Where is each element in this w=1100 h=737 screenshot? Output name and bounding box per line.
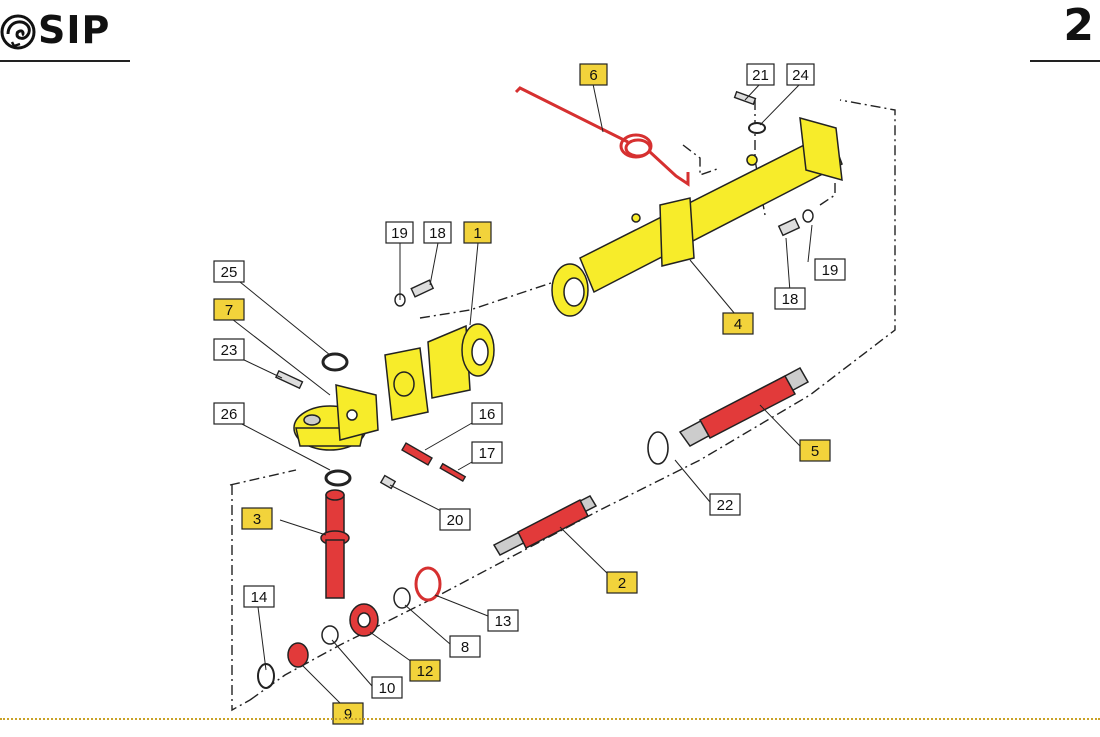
- callout-3-label: 3: [253, 511, 261, 528]
- part-5-splined-shaft: [678, 366, 810, 447]
- callout-12-label: 12: [417, 663, 434, 680]
- callout-19-upper-label: 19: [391, 225, 408, 242]
- callout-21-label: 21: [752, 67, 769, 84]
- callout-3: 3: [241, 507, 273, 530]
- callout-13: 13: [487, 609, 519, 632]
- part-22-o-ring: [647, 431, 669, 465]
- callout-23-label: 23: [221, 342, 238, 359]
- part-3-vertical-shaft: [320, 489, 350, 599]
- callout-21: 21: [746, 63, 775, 86]
- parts-25-23-26-fasteners: [275, 352, 352, 487]
- callout-8-label: 8: [461, 639, 469, 656]
- callout-18-upper-label: 18: [429, 225, 446, 242]
- callout-1: 1: [463, 221, 492, 244]
- part-7-gearbox-housing: [293, 384, 379, 451]
- parts-16-17-20-pins: [379, 442, 467, 490]
- callout-25: 25: [213, 260, 245, 283]
- callout-20-label: 20: [447, 512, 464, 529]
- sip-logo: SIP: [0, 4, 132, 62]
- callout-16: 16: [471, 402, 503, 425]
- parts-21-24-19-18-fasteners: [394, 90, 814, 307]
- callout-10-label: 10: [379, 680, 396, 697]
- callout-22: 22: [709, 493, 741, 516]
- callout-2: 2: [606, 571, 638, 594]
- brand-name: SIP: [38, 8, 111, 52]
- callout-22-label: 22: [717, 497, 734, 514]
- callout-6-label: 6: [589, 67, 597, 84]
- callout-13-label: 13: [495, 613, 512, 630]
- callout-17: 17: [471, 441, 503, 464]
- callout-9-label: 9: [344, 706, 352, 723]
- callout-10: 10: [371, 676, 403, 699]
- callout-20: 20: [439, 508, 471, 531]
- parts-13-8-12-10-9-14-rings-bearings: [257, 566, 442, 689]
- callout-24: 24: [786, 63, 815, 86]
- callout-19-right: 19: [814, 258, 846, 281]
- callout-26-label: 26: [221, 406, 238, 423]
- callout-18-right: 18: [774, 287, 806, 310]
- callout-7: 7: [213, 298, 245, 321]
- callout-5-label: 5: [811, 443, 819, 460]
- callout-25-label: 25: [221, 264, 238, 281]
- callout-1-label: 1: [473, 225, 481, 242]
- header-rule-right: [1030, 60, 1100, 62]
- callout-23: 23: [213, 338, 245, 361]
- callout-12: 12: [409, 659, 441, 682]
- header-rule-left: [0, 60, 130, 62]
- callout-24-label: 24: [792, 67, 809, 84]
- part-4-tube: [551, 116, 843, 317]
- assembly-guide-lines: [229, 99, 896, 712]
- ram-head-icon: [0, 14, 36, 50]
- part-2-shaft: [492, 495, 598, 556]
- callout-14-label: 14: [251, 589, 268, 606]
- callout-6: 6: [579, 63, 608, 86]
- callout-26: 26: [213, 402, 245, 425]
- callout-19-upper: 19: [385, 221, 414, 244]
- part-6-spring: [514, 86, 690, 187]
- callout-14: 14: [243, 585, 275, 608]
- callout-5: 5: [799, 439, 831, 462]
- leader-lines: [231, 83, 813, 706]
- callout-4-label: 4: [734, 316, 742, 333]
- callout-8: 8: [449, 635, 481, 658]
- callout-4: 4: [722, 312, 754, 335]
- callout-19-right-label: 19: [822, 262, 839, 279]
- callout-18-right-label: 18: [782, 291, 799, 308]
- page-number: 2: [1063, 0, 1094, 51]
- callout-2-label: 2: [618, 575, 626, 592]
- bottom-dotted-rule: [0, 718, 1100, 720]
- callout-9: 9: [332, 702, 364, 725]
- part-1-bracket: [384, 323, 495, 421]
- callout-16-label: 16: [479, 406, 496, 423]
- callout-18-upper: 18: [423, 221, 452, 244]
- callout-7-label: 7: [225, 302, 233, 319]
- callout-17-label: 17: [479, 445, 496, 462]
